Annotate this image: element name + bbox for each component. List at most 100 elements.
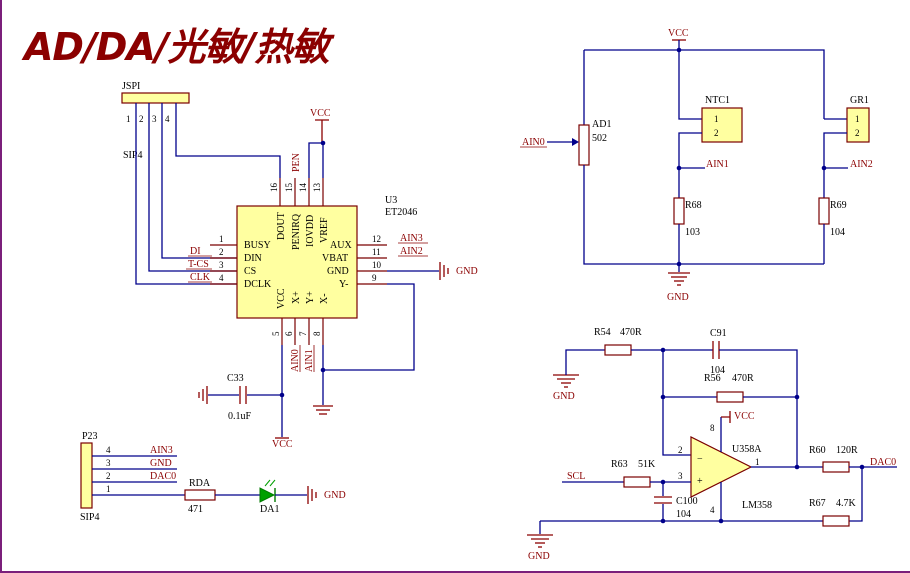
- r56-ref: R56: [704, 373, 721, 384]
- net-ain0-sensor: AIN0: [522, 137, 545, 148]
- ground-symbol-u3: [439, 262, 449, 280]
- u358-ref: U358A: [732, 444, 762, 455]
- u3-pin13-num: 13: [312, 183, 322, 193]
- p23-ref: P23: [82, 431, 98, 442]
- r63-value: 51K: [638, 459, 656, 470]
- ad1-ref: AD1: [592, 119, 611, 130]
- u3-pin8-name: X-: [319, 293, 330, 304]
- net-vcc-u3-bottom: VCC: [272, 439, 293, 450]
- net-vcc-sensor: VCC: [668, 28, 689, 39]
- u3-pin6-name: X+: [291, 291, 302, 304]
- u3-pin4-name: DCLK: [244, 279, 272, 290]
- r54-ref: R54: [594, 327, 611, 338]
- u3-part: ET2046: [385, 207, 417, 218]
- ground-symbol-da1: [307, 486, 317, 504]
- ground-symbol-sensor: [668, 272, 690, 286]
- net-gnd-da1: GND: [324, 490, 346, 501]
- u3-pin16-num: 16: [269, 183, 279, 193]
- rda-ref: RDA: [189, 478, 211, 489]
- u358-pin-1: 1: [755, 457, 760, 467]
- jspi-ref: JSPI: [122, 81, 140, 92]
- u3-pin8-num: 8: [312, 331, 322, 336]
- p23-net-dac0: DAC0: [150, 471, 176, 482]
- net-gnd-dac: GND: [553, 391, 575, 402]
- svg-text:+: +: [697, 476, 703, 487]
- ground-symbol-u3-bottom: [313, 405, 333, 415]
- svg-text:−: −: [697, 454, 703, 465]
- jspi-type: SIP4: [123, 150, 142, 161]
- ntc1-pin-2: 2: [714, 128, 719, 138]
- r60-value: 120R: [836, 445, 858, 456]
- p23-pin-1: 1: [106, 484, 111, 494]
- net-vcc-opamp: VCC: [734, 411, 755, 422]
- p23-type: SIP4: [80, 512, 99, 523]
- net-ain1-sensor: AIN1: [706, 159, 729, 170]
- u3-pin6-num: 6: [284, 331, 294, 336]
- c91-ref: C91: [710, 328, 727, 339]
- ntc1-pin-1: 1: [714, 114, 719, 124]
- jspi-pin-1: 1: [126, 114, 131, 124]
- p23-connector: P23 SIP4 4 3 2 1: [80, 431, 111, 523]
- net-pen: PEN: [291, 153, 302, 172]
- r56-value: 470R: [732, 373, 754, 384]
- p23-pin-4: 4: [106, 445, 111, 455]
- c100-ref: C100: [676, 496, 698, 507]
- u3-pin5-name: VCC: [276, 288, 287, 309]
- u3-pin7-num: 7: [298, 331, 308, 336]
- p23-pin-2: 2: [106, 471, 111, 481]
- u3-pin4-num: 4: [219, 273, 224, 283]
- r69-value: 104: [830, 227, 845, 238]
- net-ain2-sensor: AIN2: [850, 159, 873, 170]
- u3-pin15-num: 15: [284, 183, 294, 193]
- net-gnd-opamp: GND: [528, 551, 550, 562]
- r68-ref: R68: [685, 200, 702, 211]
- jspi-connector: JSPI SIP4 1 2 3 4: [121, 81, 190, 161]
- jspi-pin-3: 3: [152, 114, 157, 124]
- u3-pin3-num: 3: [219, 260, 224, 270]
- net-scl: SCL: [567, 471, 585, 482]
- u3-pin15-name: PENIRQ: [291, 213, 302, 250]
- jspi-pin-4: 4: [165, 114, 170, 124]
- u358-pin-4: 4: [710, 505, 715, 515]
- u3-pin14-num: 14: [298, 183, 308, 193]
- led-da1: [259, 479, 276, 503]
- p23-net-gnd: GND: [150, 458, 172, 469]
- c91-value: 104: [710, 365, 725, 376]
- net-ain3-u3: AIN3: [400, 233, 423, 244]
- u3-pin16-name: DOUT: [276, 212, 287, 240]
- r68-value: 103: [685, 227, 700, 238]
- gr1-ref: GR1: [850, 95, 869, 106]
- u3-pin13-name: VREF: [319, 217, 330, 243]
- da1-ref: DA1: [260, 504, 279, 515]
- c33-value: 0.1uF: [228, 411, 252, 422]
- gr1-pin-2: 2: [855, 128, 860, 138]
- r60-ref: R60: [809, 445, 826, 456]
- u3-chip: U3 ET2046 1 2 3 4 BUSY DIN CS DCLK: [210, 178, 417, 345]
- u3-pin12-name: AUX: [330, 240, 352, 251]
- net-ain0-u3: AIN0: [290, 349, 301, 372]
- net-di: DI: [190, 246, 201, 257]
- ntc1-ref: NTC1: [705, 95, 730, 106]
- p23-pin-3: 3: [106, 458, 111, 468]
- net-ain1-u3: AIN1: [304, 349, 315, 372]
- ground-symbol-dac: [553, 374, 579, 388]
- u358-pin-2: 2: [678, 445, 683, 455]
- u3-pin10-num: 10: [372, 260, 382, 270]
- u3-pin3-name: CS: [244, 266, 256, 277]
- u3-pin9-name: Y-: [339, 279, 348, 290]
- r54-value: 470R: [620, 327, 642, 338]
- net-dac0-out: DAC0: [870, 457, 896, 468]
- u3-pin5-num: 5: [271, 331, 281, 336]
- c100-value: 104: [676, 509, 691, 520]
- rda-value: 471: [188, 504, 203, 515]
- gr1-pin-1: 1: [855, 114, 860, 124]
- r67-value: 4.7K: [836, 498, 857, 509]
- u3-pin1-num: 1: [219, 234, 224, 244]
- net-gnd-u3: GND: [456, 266, 478, 277]
- u3-pin2-num: 2: [219, 247, 224, 257]
- r67-ref: R67: [809, 498, 826, 509]
- u358-pin-3: 3: [678, 471, 683, 481]
- ground-symbol-c33: [198, 386, 208, 404]
